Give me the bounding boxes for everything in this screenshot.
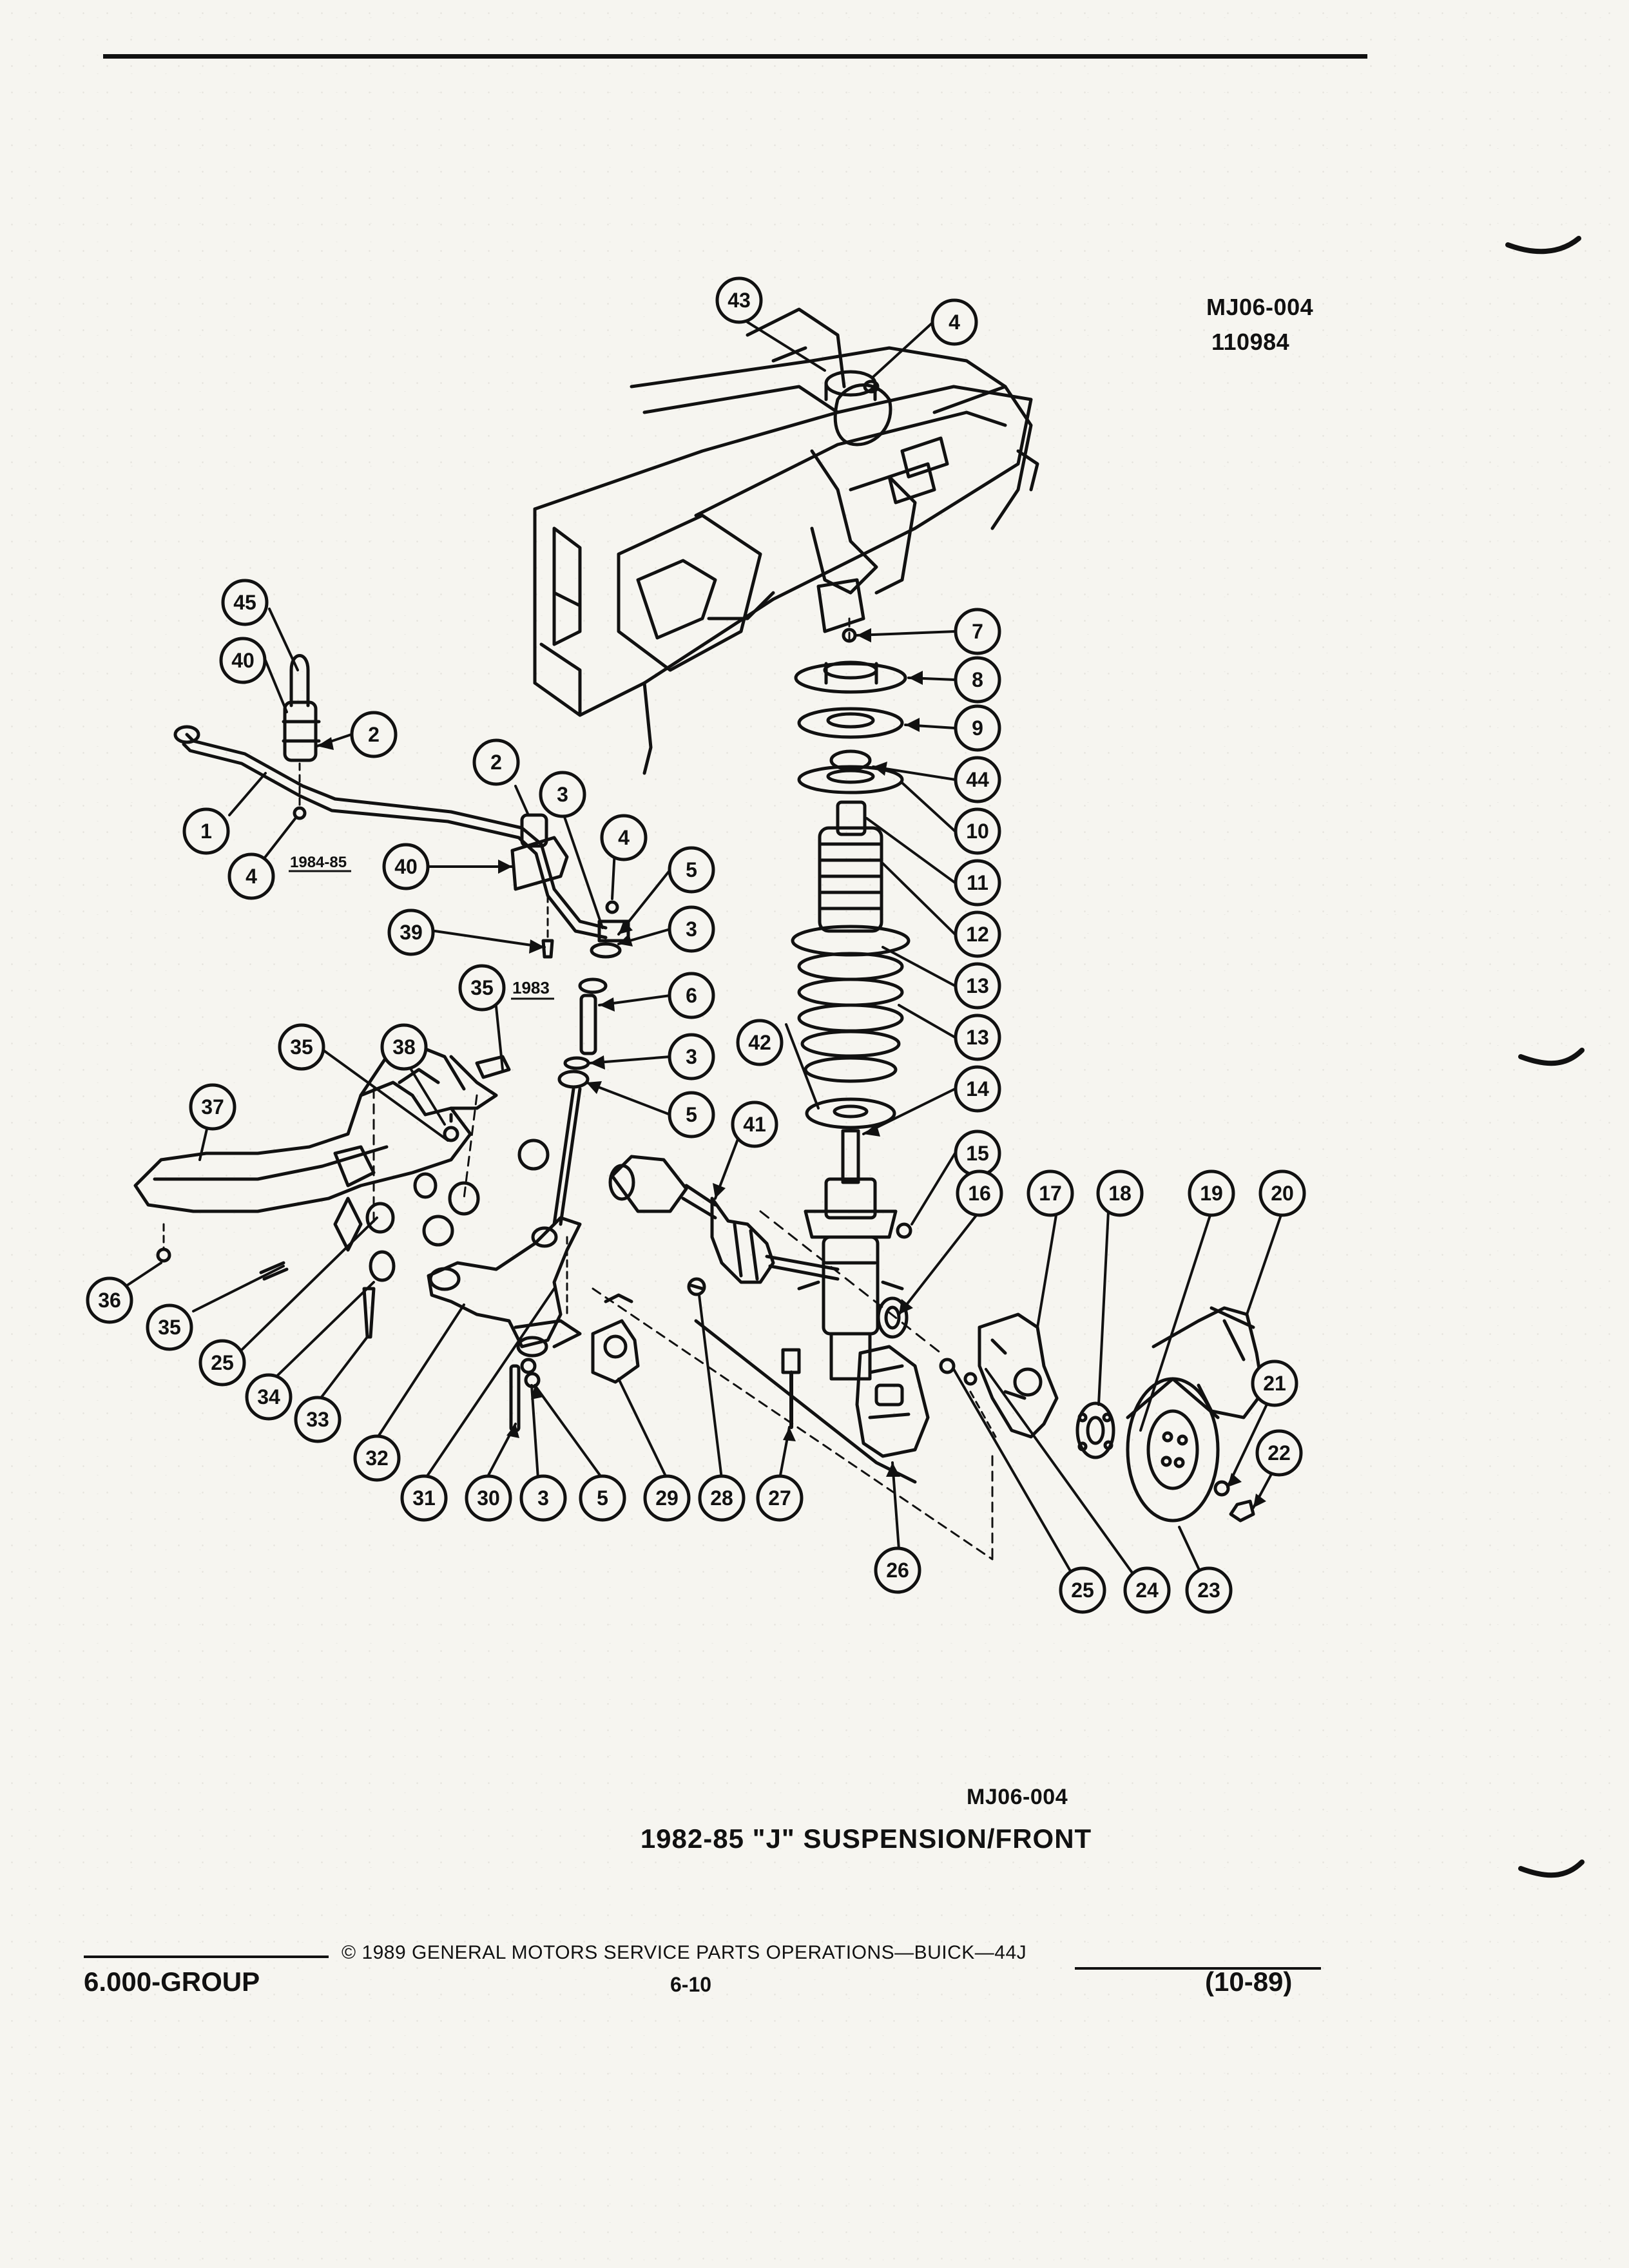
callout-34: 34 xyxy=(257,1385,280,1408)
callout-12: 12 xyxy=(966,923,989,946)
callout-35-upper: 35 xyxy=(470,976,494,999)
knuckle-hub-brake-drawing xyxy=(592,1287,1265,1561)
callout-numbers: 43 4 7 8 9 44 10 11 12 13 14 15 42 41 16… xyxy=(98,289,1294,1602)
callout-5-bottom: 5 xyxy=(597,1486,608,1510)
footer-copyright: © 1989 GENERAL MOTORS SERVICE PARTS OPER… xyxy=(342,1942,1027,1963)
callout-32: 32 xyxy=(365,1446,389,1470)
callout-17: 17 xyxy=(1039,1182,1062,1205)
callout-33: 33 xyxy=(306,1408,329,1431)
callout-31: 31 xyxy=(412,1486,436,1510)
callout-15: 15 xyxy=(966,1142,989,1165)
callout-42: 42 xyxy=(748,1031,771,1054)
footer-rule-left xyxy=(84,1956,329,1958)
callout-22: 22 xyxy=(1268,1441,1291,1465)
callout-45: 45 xyxy=(233,591,256,614)
callout-4-middle: 4 xyxy=(618,826,630,849)
callout-2-upper: 2 xyxy=(368,723,380,746)
callout-40-middle: 40 xyxy=(394,855,418,878)
callout-39: 39 xyxy=(400,921,423,944)
callout-2-middle: 2 xyxy=(490,751,502,774)
callout-3-upper: 3 xyxy=(557,783,568,806)
top-rule xyxy=(103,54,1367,59)
binding-marks xyxy=(1505,236,1585,1878)
year-label-1984-85: 1984-85 xyxy=(290,854,347,871)
footer-page-number: 6-10 xyxy=(670,1973,712,1996)
year-label-1983: 1983 xyxy=(512,978,550,997)
strut-tower-top-mount xyxy=(824,370,880,401)
callout-38: 38 xyxy=(392,1035,416,1059)
callout-5-upper: 5 xyxy=(686,858,697,881)
callout-5-middle: 5 xyxy=(686,1103,697,1126)
callout-20: 20 xyxy=(1271,1182,1294,1205)
callout-6: 6 xyxy=(686,984,697,1007)
callout-37: 37 xyxy=(201,1095,224,1119)
callout-40-upper: 40 xyxy=(231,649,255,672)
figure-caption: 1982-85 "J" SUSPENSION/FRONT xyxy=(640,1823,1092,1854)
drive-axle-drawing xyxy=(608,1155,942,1484)
callout-4-left: 4 xyxy=(246,865,257,888)
callout-35-lower: 35 xyxy=(158,1316,181,1339)
callout-10: 10 xyxy=(966,820,989,843)
callout-19: 19 xyxy=(1200,1182,1223,1205)
callout-25-right: 25 xyxy=(1071,1579,1094,1602)
callout-43: 43 xyxy=(728,289,751,312)
callout-14: 14 xyxy=(966,1077,989,1100)
callout-13-lower: 13 xyxy=(966,1026,989,1049)
callout-30: 30 xyxy=(477,1486,500,1510)
year-labels: 1984-85 1983 xyxy=(289,854,554,1000)
crossmember-drawing xyxy=(133,1042,550,1339)
footer-group-number: 6.000-GROUP xyxy=(84,1966,260,1997)
strut-assembly-drawing xyxy=(791,617,912,1381)
leader-lines xyxy=(116,321,1284,1577)
callout-3-bottom: 3 xyxy=(537,1486,549,1510)
body-structure-drawing xyxy=(533,307,1039,775)
callout-36: 36 xyxy=(98,1289,121,1312)
figure-code: MJ06-004 xyxy=(967,1785,1068,1809)
reference-date: 110984 xyxy=(1211,329,1290,355)
callout-27: 27 xyxy=(768,1486,791,1510)
reference-code: MJ06-004 xyxy=(1206,294,1314,320)
callout-18: 18 xyxy=(1108,1182,1132,1205)
footer-revision: (10-89) xyxy=(1205,1966,1293,1997)
callout-4-top: 4 xyxy=(949,311,960,334)
stabilizer-bar-drawing xyxy=(173,654,608,959)
callout-23: 23 xyxy=(1197,1579,1220,1602)
callout-3-lower: 3 xyxy=(686,1045,697,1068)
callout-44: 44 xyxy=(966,768,989,791)
callout-29: 29 xyxy=(655,1486,679,1510)
callout-11: 11 xyxy=(967,871,988,894)
callout-24: 24 xyxy=(1135,1579,1159,1602)
callout-35-middle: 35 xyxy=(290,1035,313,1059)
callout-circles xyxy=(86,276,1306,1614)
footer-rule-right xyxy=(1075,1967,1321,1970)
callout-13: 13 xyxy=(966,974,989,997)
callout-7: 7 xyxy=(972,620,983,643)
callout-41: 41 xyxy=(743,1113,766,1136)
callout-28: 28 xyxy=(710,1486,733,1510)
callout-16: 16 xyxy=(968,1182,991,1205)
leader-arrowheads xyxy=(317,628,1266,1508)
callout-21: 21 xyxy=(1263,1372,1286,1395)
callout-26: 26 xyxy=(886,1559,909,1582)
callout-25-left: 25 xyxy=(211,1351,234,1374)
callout-8: 8 xyxy=(972,668,983,691)
callout-9: 9 xyxy=(972,716,983,740)
callout-3-middle: 3 xyxy=(686,918,697,941)
callout-1: 1 xyxy=(200,820,212,843)
